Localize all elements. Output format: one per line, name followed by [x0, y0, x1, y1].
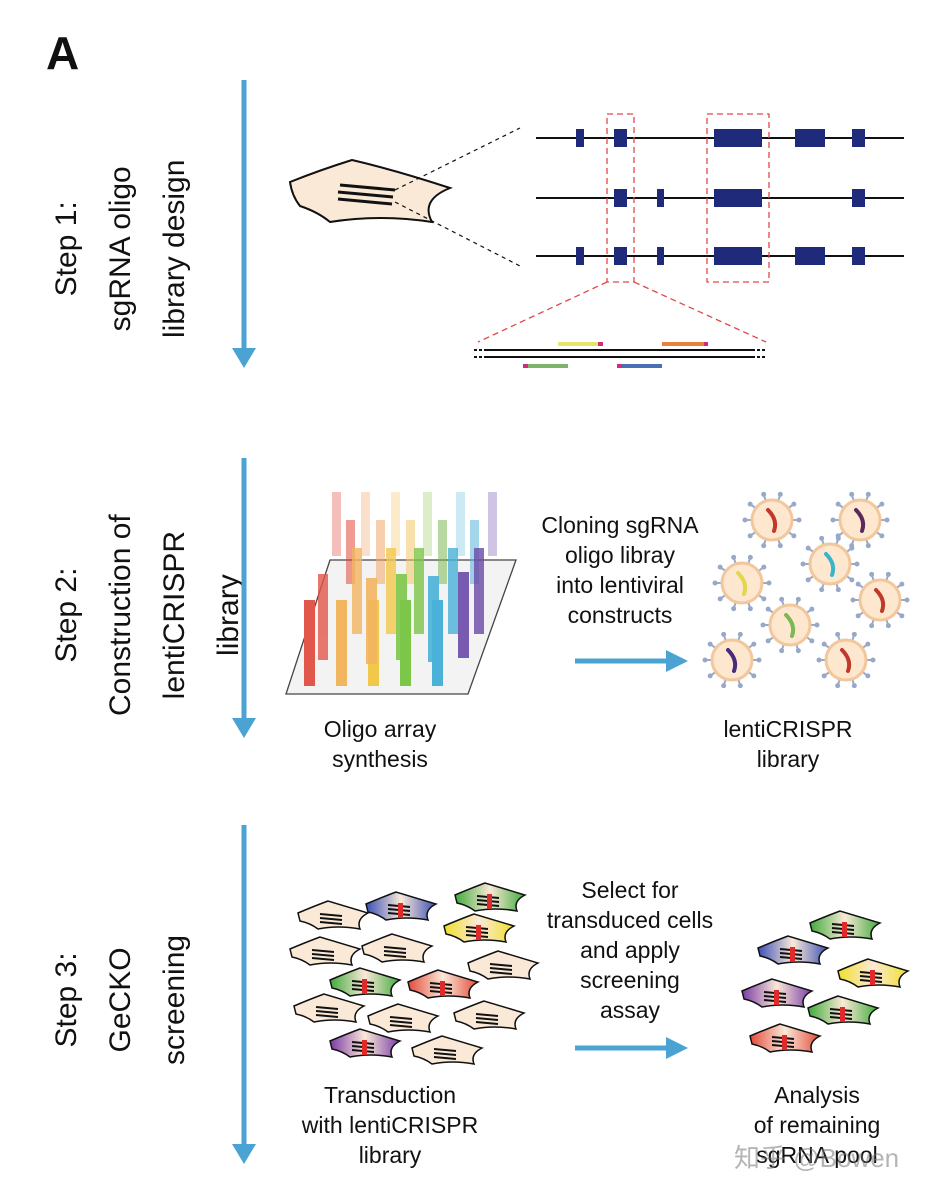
step-1-arrow: [232, 80, 256, 368]
cell: [361, 933, 435, 963]
cell: [329, 1028, 403, 1058]
analysis-caption-3: sgRNA pool: [756, 1142, 878, 1168]
screening-arrow: [575, 1037, 688, 1059]
cell: [367, 1003, 441, 1033]
transcript-2: [536, 189, 904, 207]
cell: [757, 935, 831, 965]
select-caption-4: screening: [580, 967, 680, 993]
cell: [289, 936, 363, 966]
cell: [467, 950, 541, 980]
lentivirus-particle: [850, 571, 910, 629]
oligo-array: [285, 492, 517, 695]
cell: [807, 995, 881, 1025]
library-caption-1: lentiCRISPR: [723, 716, 853, 742]
cloning-caption-3: into lentiviral: [556, 572, 684, 598]
cell: [297, 900, 371, 930]
transduction-caption: Transduction with lentiCRISPR library: [285, 1080, 495, 1170]
exon-highlight-box-2: [706, 113, 770, 283]
oligo-array-caption: Oligo array synthesis: [290, 714, 470, 774]
lentivirus-particle: [712, 554, 772, 612]
sgrna-green: [528, 364, 568, 368]
dna-zoom: [474, 342, 766, 368]
analysis-caption-1: Analysis: [774, 1082, 860, 1108]
cell: [454, 882, 528, 912]
lentivirus-particle: [702, 631, 762, 689]
cell: [411, 1035, 485, 1065]
cell: [741, 978, 815, 1008]
exon-highlight-box-1: [606, 113, 635, 283]
cloning-caption-2: oligo libray: [565, 542, 675, 568]
cloning-caption-4: constructs: [567, 602, 673, 628]
lentivirus-group: [702, 491, 910, 689]
cell: [365, 891, 439, 921]
cloning-caption-1: Cloning sgRNA: [541, 512, 699, 538]
cloning-arrow: [575, 650, 688, 672]
cell: [453, 1000, 527, 1030]
select-caption-5: assay: [599, 997, 661, 1023]
transduction-caption-3: library: [358, 1142, 422, 1168]
library-caption-2: library: [756, 746, 820, 772]
panel-label: A: [46, 27, 80, 79]
cell: [329, 967, 403, 997]
select-caption: Select for transduced cells and apply sc…: [530, 875, 730, 1025]
step-3-arrow: [232, 825, 256, 1164]
lentivirus-particle: [760, 596, 820, 654]
select-caption-3: and apply: [580, 937, 680, 963]
transduced-cell-group: [289, 882, 541, 1065]
library-caption: lentiCRISPR library: [698, 714, 878, 774]
oligo-array-caption-1: Oligo array: [323, 716, 437, 742]
analysis-caption-2: of remaining: [753, 1112, 881, 1138]
transcript-3: [536, 247, 904, 265]
cell: [749, 1023, 823, 1053]
watermark: 知乎 @Bowen: [734, 1143, 900, 1173]
transduction-caption-1: Transduction: [323, 1082, 457, 1108]
cloning-caption: Cloning sgRNA oligo libray into lentivir…: [530, 510, 710, 630]
select-caption-1: Select for: [581, 877, 679, 903]
analysis-caption: Analysis of remaining sgRNA pool: [722, 1080, 912, 1170]
transduction-caption-2: with lentiCRISPR: [301, 1112, 479, 1138]
source-cell: [288, 127, 521, 267]
lentivirus-particle: [800, 535, 860, 593]
sgrna-orange: [662, 342, 704, 346]
transcript-1: [536, 129, 904, 147]
sgrna-yellow: [558, 342, 598, 346]
oligo-array-caption-2: synthesis: [332, 746, 428, 772]
cell: [837, 958, 911, 988]
sgrna-blue: [622, 364, 662, 368]
cell: [809, 910, 883, 940]
lentivirus-particle: [816, 631, 876, 689]
select-caption-2: transduced cells: [546, 907, 714, 933]
cell: [407, 969, 481, 999]
cell: [293, 993, 367, 1023]
lentivirus-particle: [742, 491, 802, 549]
selected-cell-group: [741, 910, 911, 1053]
cell: [443, 913, 517, 943]
step-2-arrow: [232, 458, 256, 738]
